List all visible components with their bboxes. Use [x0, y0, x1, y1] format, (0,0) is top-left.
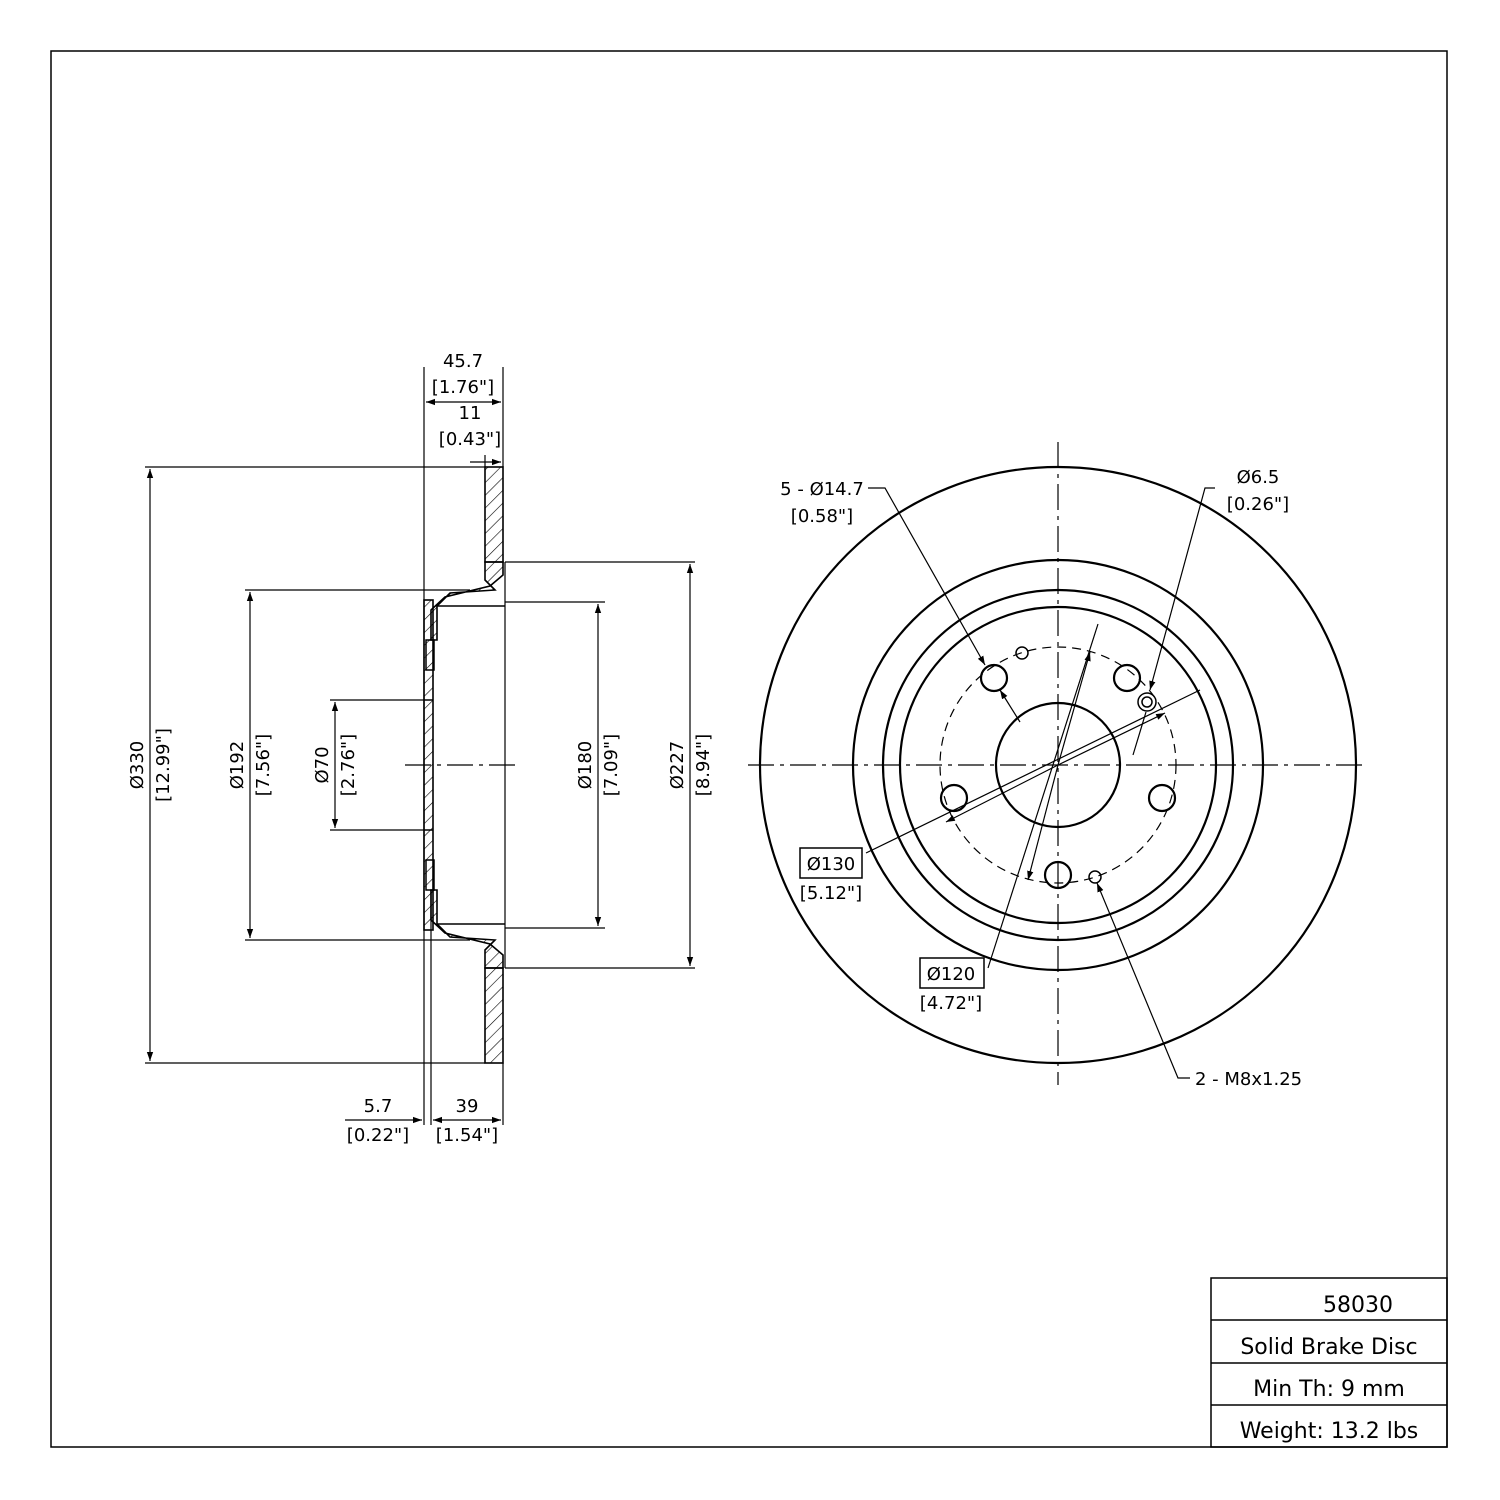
ring-inner-circle [851, 558, 1265, 972]
leader-d120 [987, 623, 1099, 969]
lug-hole-1 [979, 663, 1009, 693]
lug-holes-mm: 5 - Ø14.7 [780, 479, 864, 500]
part-description: Solid Brake Disc [1240, 1335, 1417, 1360]
lug-hole-3 [939, 783, 969, 813]
bolt-circle-hidden [939, 646, 1177, 884]
bolt-circle-label-box [799, 847, 863, 879]
dim-39-mm: 39 [456, 1096, 479, 1117]
dim-45-7-in: [1.76"] [432, 377, 494, 398]
small-hole-inner [1141, 696, 1153, 708]
outer-diameter-circle [758, 465, 1358, 1065]
dim-192-in: [7.56"] [253, 734, 274, 796]
dim-45-7-mm: 45.7 [443, 351, 483, 372]
pilot-circle-label-box [919, 957, 985, 989]
front-view: 5 - Ø14.7 [0.58"] Ø6.5 [0.26"] Ø130 [5.1… [748, 442, 1368, 1090]
threaded-hole-1 [1015, 646, 1029, 660]
dim-330-in: [12.99"] [153, 728, 174, 802]
dim-180-mm: Ø180 [575, 741, 596, 790]
hat-outer-circle [881, 588, 1235, 942]
lug-hole-5 [1043, 860, 1073, 890]
small-hole-in: [0.26"] [1227, 494, 1289, 515]
bolt-circle-in: [5.12"] [800, 883, 862, 904]
small-hole-mm: Ø6.5 [1237, 467, 1280, 488]
dim-5-7-in: [0.22"] [347, 1125, 409, 1146]
small-hole-outer [1137, 692, 1157, 712]
hat-inner-circle [898, 605, 1218, 925]
dim-330-mm: Ø330 [127, 741, 148, 790]
hat-neck-top [430, 561, 504, 641]
dim-227-in: [8.94"] [693, 734, 714, 796]
lug-holes-in: [0.58"] [791, 506, 853, 527]
dim-180-in: [7.09"] [601, 734, 622, 796]
dim-11-in: [0.43"] [439, 429, 501, 450]
leader-lug-holes [868, 487, 986, 666]
part-number: 58030 [1323, 1293, 1393, 1318]
hub-step-bottom [425, 859, 435, 891]
dim-70-in: [2.76"] [338, 734, 359, 796]
threaded-holes-label: 2 - M8x1.25 [1195, 1069, 1302, 1090]
leader-threaded-holes [1096, 882, 1190, 1079]
lug-hole-4 [1147, 783, 1177, 813]
center-bore-circle [994, 701, 1122, 829]
weight: Weight: 13.2 lbs [1240, 1419, 1419, 1444]
rotor-ring-bottom [484, 967, 504, 1064]
hub-step-top [425, 639, 435, 671]
dim-11-mm: 11 [459, 403, 482, 424]
dim-192-mm: Ø192 [227, 741, 248, 790]
min-thickness: Min Th: 9 mm [1253, 1377, 1405, 1402]
rotor-ring-top [484, 466, 504, 563]
dim-227-mm: Ø227 [667, 741, 688, 790]
hat-neck-bottom [430, 889, 504, 969]
pilot-circle-mm: Ø120 [927, 964, 976, 985]
dim-5-7-mm: 5.7 [364, 1096, 393, 1117]
title-block: 58030 Solid Brake Disc Min Th: 9 mm Weig… [1210, 1277, 1448, 1448]
threaded-hole-2 [1088, 870, 1102, 884]
lug-hole-2 [1112, 663, 1142, 693]
dim-39-in: [1.54"] [436, 1125, 498, 1146]
sheet-border [50, 50, 1448, 1448]
bolt-circle-mm: Ø130 [807, 854, 856, 875]
side-section-view: 45.7 [1.76"] 11 [0.43"] 5.7 [0.22"] 39 [… [127, 351, 714, 1146]
leader-small-hole [1149, 487, 1215, 691]
pilot-circle-in: [4.72"] [920, 993, 982, 1014]
dim-70-mm: Ø70 [312, 746, 333, 783]
